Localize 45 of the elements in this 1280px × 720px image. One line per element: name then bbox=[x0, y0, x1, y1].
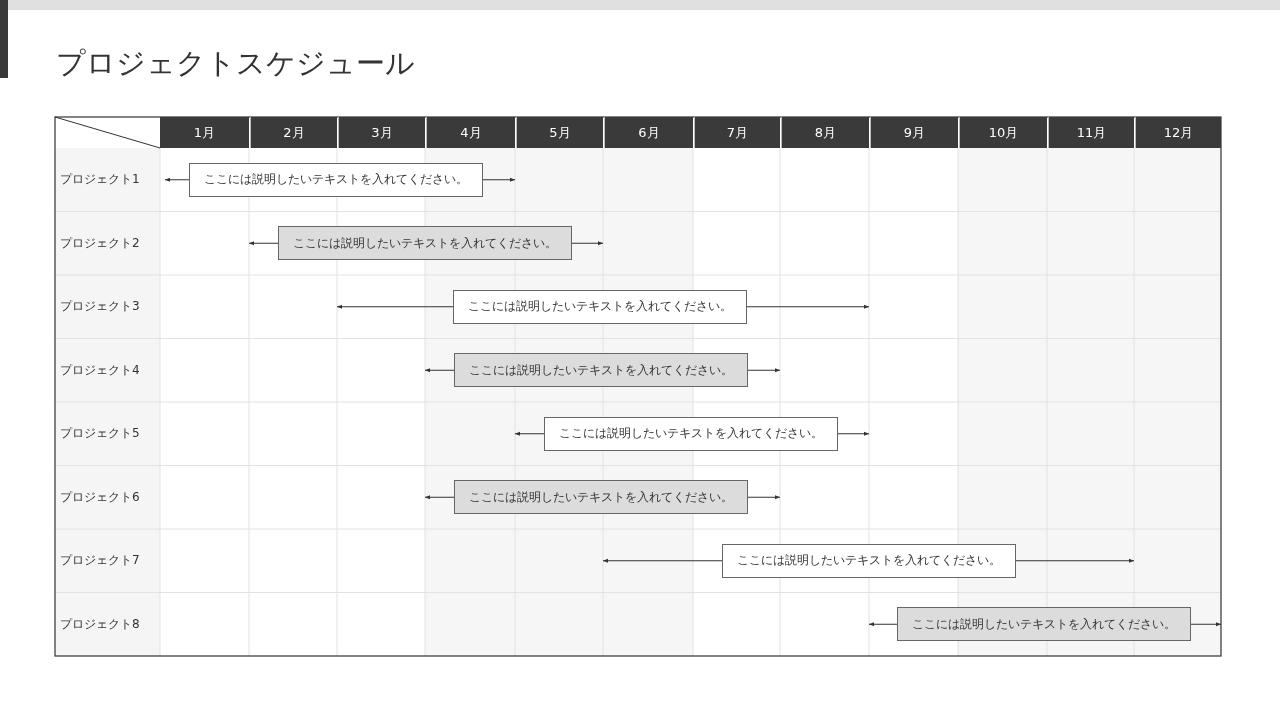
duration-arrow bbox=[868, 622, 898, 627]
duration-arrow bbox=[424, 368, 455, 373]
month-header: 2月 bbox=[250, 117, 337, 148]
duration-arrow bbox=[164, 177, 190, 182]
row-label: プロジェクト1 bbox=[60, 171, 140, 189]
duration-arrow bbox=[602, 558, 723, 563]
text-box: ここには説明したいテキストを入れてください。 bbox=[278, 226, 572, 261]
row-label: プロジェクト7 bbox=[60, 552, 140, 570]
month-header: 4月 bbox=[426, 117, 515, 148]
month-header: 8月 bbox=[781, 117, 869, 148]
text-box: ここには説明したいテキストを入れてください。 bbox=[897, 607, 1191, 642]
duration-arrow bbox=[837, 431, 870, 436]
month-header: 7月 bbox=[694, 117, 780, 148]
text-box: ここには説明したいテキストを入れてください。 bbox=[189, 162, 483, 197]
month-header: 6月 bbox=[604, 117, 693, 148]
duration-arrow bbox=[248, 241, 279, 246]
month-header: 11月 bbox=[1048, 117, 1134, 148]
row-label: プロジェクト2 bbox=[60, 234, 140, 252]
row-label: プロジェクト4 bbox=[60, 361, 140, 379]
duration-arrow bbox=[747, 495, 781, 500]
text-box: ここには説明したいテキストを入れてください。 bbox=[722, 543, 1016, 578]
duration-arrow bbox=[747, 368, 781, 373]
duration-arrow bbox=[1190, 622, 1222, 627]
duration-arrow bbox=[514, 431, 545, 436]
duration-arrow bbox=[1015, 558, 1135, 563]
month-header: 9月 bbox=[870, 117, 958, 148]
text-box: ここには説明したいテキストを入れてください。 bbox=[454, 480, 748, 515]
month-header: 3月 bbox=[338, 117, 425, 148]
duration-arrow bbox=[424, 495, 455, 500]
duration-arrow bbox=[571, 241, 604, 246]
duration-arrow bbox=[746, 304, 870, 309]
month-header: 5月 bbox=[516, 117, 603, 148]
month-header: 1月 bbox=[160, 117, 249, 148]
month-header: 12月 bbox=[1135, 117, 1221, 148]
row-label: プロジェクト6 bbox=[60, 488, 140, 506]
month-header: 10月 bbox=[959, 117, 1047, 148]
row-label: プロジェクト3 bbox=[60, 298, 140, 316]
text-box: ここには説明したいテキストを入れてください。 bbox=[544, 416, 838, 451]
row-label: プロジェクト5 bbox=[60, 425, 140, 443]
duration-arrow bbox=[482, 177, 516, 182]
title: プロジェクトスケジュール bbox=[56, 45, 415, 82]
row-label: プロジェクト8 bbox=[60, 615, 140, 633]
text-box: ここには説明したいテキストを入れてください。 bbox=[453, 289, 747, 324]
text-box: ここには説明したいテキストを入れてください。 bbox=[454, 353, 748, 388]
duration-arrow bbox=[336, 304, 454, 309]
